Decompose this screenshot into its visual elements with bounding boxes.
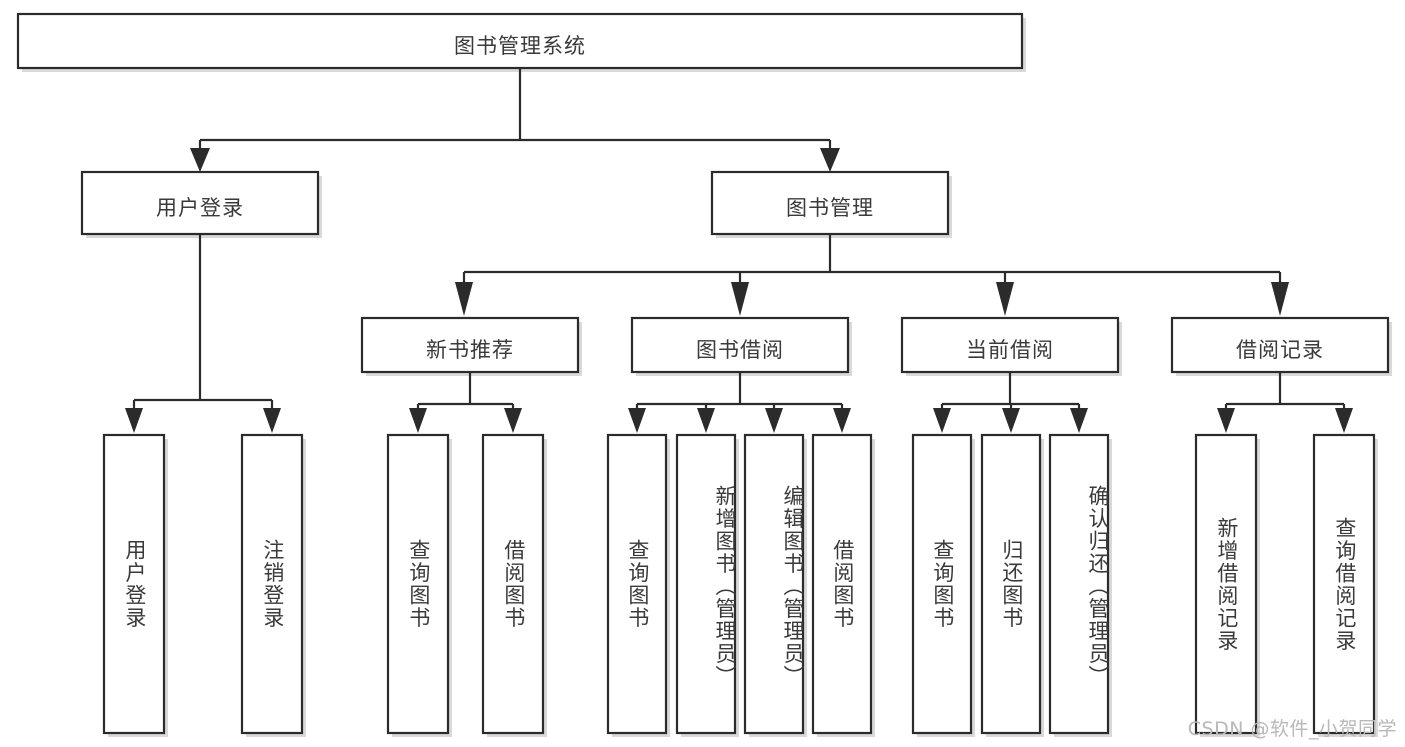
node-leaf-logout[interactable] <box>240 433 306 737</box>
node-book-borrow[interactable] <box>630 316 852 376</box>
node-leaf-edit-book-admin[interactable] <box>743 433 807 737</box>
arrowhead-book-management <box>820 148 840 172</box>
arrowhead-leaf-add-book-admin <box>697 408 715 433</box>
node-leaf-add-borrow-record[interactable] <box>1194 433 1260 737</box>
node-leaf-query-book-current[interactable] <box>911 433 975 737</box>
node-leaf-query-borrow-record[interactable] <box>1312 433 1378 737</box>
arrowhead-leaf-query-book-current <box>933 408 951 433</box>
new-book-recommend-box <box>360 316 580 374</box>
arrowhead-leaf-borrow-book-recommend <box>504 408 522 433</box>
leaf-query-book-borrow-box <box>606 433 668 735</box>
leaf-return-book-box <box>980 433 1042 735</box>
arrowhead-leaf-borrow-book <box>833 408 851 433</box>
leaf-logout-box <box>240 433 304 735</box>
csdn-watermark: CSDN @软件_小贺同学 <box>1187 718 1397 740</box>
node-current-borrow[interactable] <box>900 316 1122 376</box>
arrowhead-leaf-return-book <box>1002 408 1020 433</box>
leaf-borrow-book-recommend-box <box>481 433 545 735</box>
leaf-user-login-box <box>102 433 166 735</box>
arrowhead-leaf-query-book-borrow <box>628 408 646 433</box>
arrowhead-leaf-add-borrow-record <box>1217 408 1235 433</box>
node-leaf-query-book-recommend[interactable] <box>386 433 452 737</box>
arrowhead-book-borrow <box>731 282 749 316</box>
book-management-box <box>710 170 950 236</box>
arrowhead-leaf-query-borrow-record <box>1335 408 1353 433</box>
node-leaf-add-book-admin[interactable] <box>675 433 739 737</box>
node-leaf-return-book[interactable] <box>980 433 1044 737</box>
arrowhead-leaf-query-book-recommend <box>409 408 427 433</box>
arrowhead-leaf-logout <box>263 408 281 433</box>
leaf-query-book-current-box <box>911 433 973 735</box>
node-new-book-recommend[interactable] <box>360 316 582 376</box>
node-book-management[interactable] <box>710 170 952 238</box>
node-leaf-user-login[interactable] <box>102 433 168 737</box>
user-login-box <box>80 170 320 236</box>
leaf-edit-book-admin-box <box>743 433 805 735</box>
node-leaf-borrow-book[interactable] <box>811 433 875 737</box>
leaf-add-borrow-record-box <box>1194 433 1258 735</box>
book-borrow-box <box>630 316 850 374</box>
node-user-login[interactable] <box>80 170 322 238</box>
leaf-confirm-return-admin-box <box>1048 433 1110 735</box>
arrowhead-new-book-recommend <box>455 282 473 316</box>
borrow-record-box <box>1170 316 1390 374</box>
node-leaf-query-book-borrow[interactable] <box>606 433 670 737</box>
arrowhead-leaf-confirm-return-admin <box>1070 408 1088 433</box>
leaf-borrow-book-box <box>811 433 873 735</box>
node-borrow-record[interactable] <box>1170 316 1392 376</box>
arrowhead-leaf-user-login <box>125 408 143 433</box>
node-leaf-borrow-book-recommend[interactable] <box>481 433 547 737</box>
current-borrow-box <box>900 316 1120 374</box>
node-leaf-confirm-return-admin[interactable] <box>1048 433 1112 737</box>
leaf-query-book-recommend-box <box>386 433 450 735</box>
node-root[interactable] <box>16 12 1026 72</box>
arrowhead-user-login <box>190 148 210 172</box>
leaf-query-borrow-record-box <box>1312 433 1376 735</box>
leaf-add-book-admin-box <box>675 433 737 735</box>
arrowhead-current-borrow <box>996 282 1014 316</box>
root-box <box>16 12 1024 70</box>
arrowhead-borrow-record <box>1271 282 1289 316</box>
arrowhead-leaf-edit-book-admin <box>765 408 783 433</box>
